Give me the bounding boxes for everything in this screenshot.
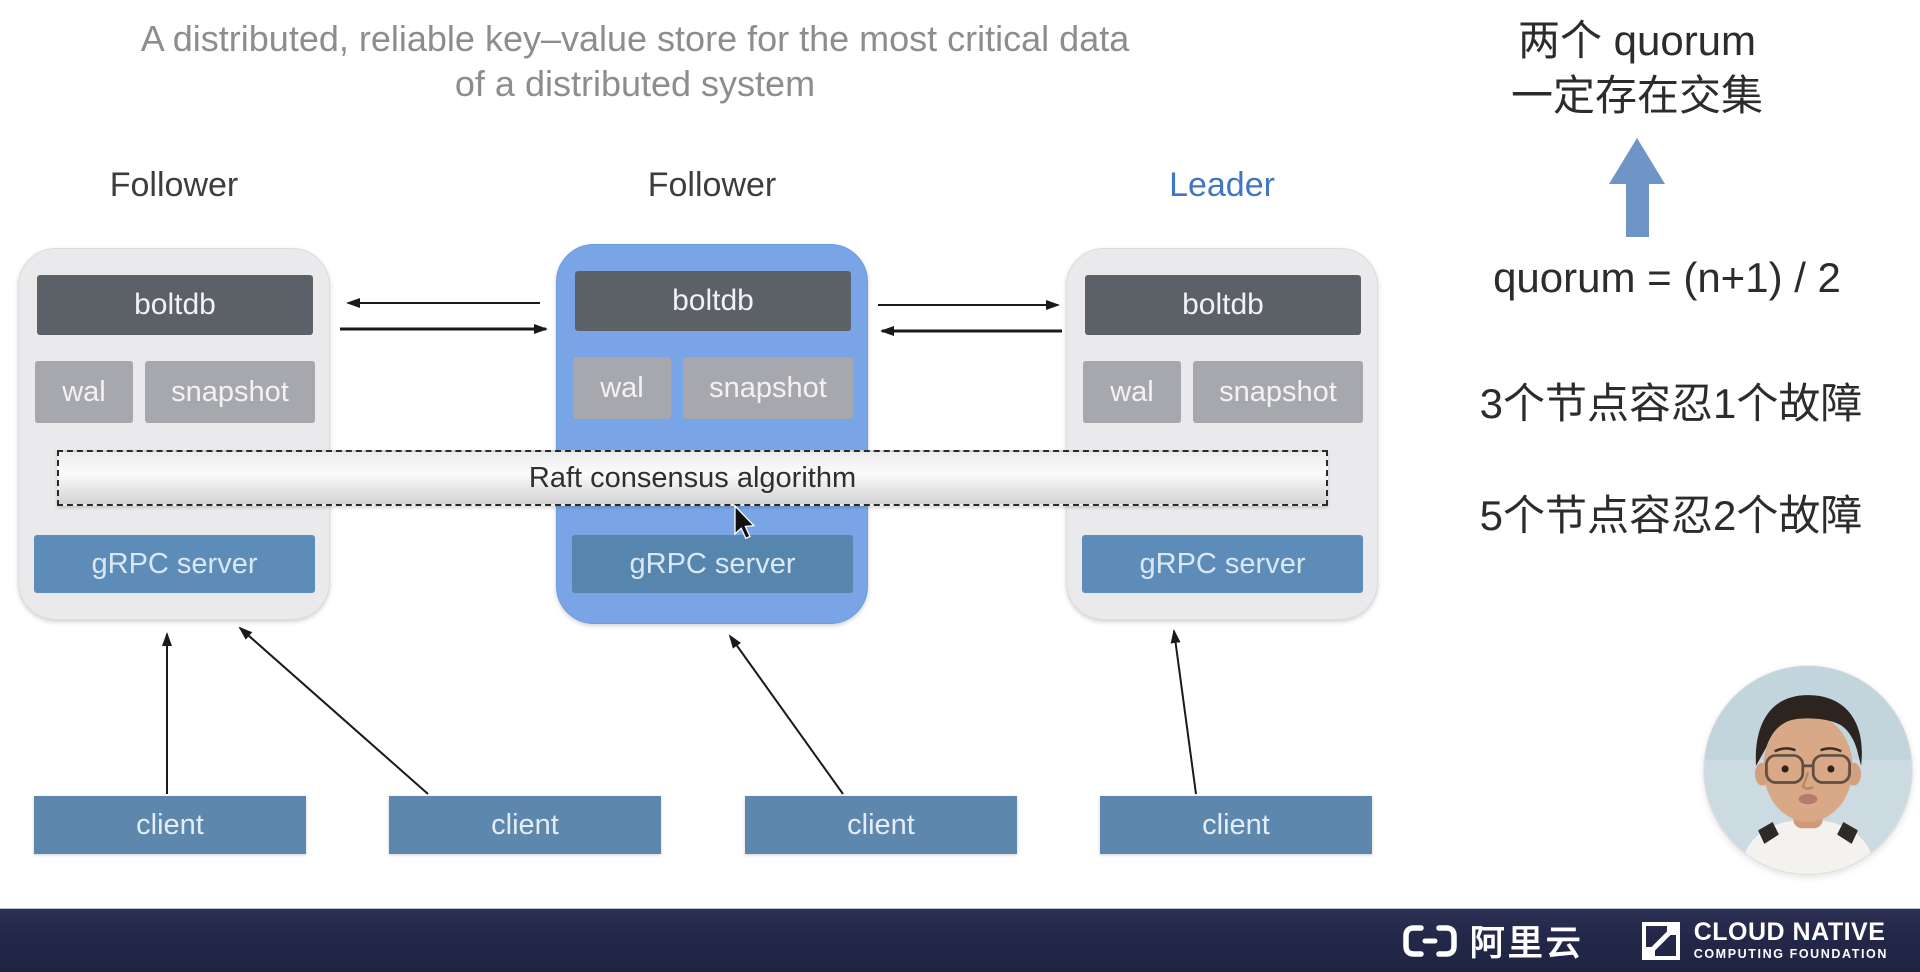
alibaba-cloud-wordmark: 阿里云 bbox=[1469, 924, 1584, 963]
alibaba-cloud-logo: 阿里云 bbox=[1400, 915, 1584, 966]
cncf-logo: CLOUD NATIVE COMPUTING FOUNDATION bbox=[1640, 920, 1888, 962]
wal-box: wal bbox=[1083, 361, 1181, 423]
client-arrow-icon bbox=[1170, 629, 1197, 795]
cncf-wordmark-line-2: COMPUTING FOUNDATION bbox=[1693, 947, 1888, 962]
quorum-note-line-2: 一定存在交集 bbox=[1510, 71, 1763, 119]
wal-box: wal bbox=[35, 361, 133, 423]
quorum-intersection-note: 两个 quorum 一定存在交集 bbox=[1477, 14, 1797, 123]
fault-tolerance-3-note: 3个节点容忍1个故障 bbox=[1479, 380, 1863, 427]
quorum-note-line-1: 两个 quorum bbox=[1517, 17, 1757, 64]
grpc-server-box: gRPC server bbox=[34, 535, 315, 593]
footer-bar: 阿里云 CLOUD NATIVE COMPUTING FOUNDATION bbox=[0, 908, 1920, 972]
presenter-portrait-icon bbox=[1704, 666, 1912, 874]
alibaba-cloud-bracket-icon bbox=[1402, 924, 1457, 957]
node-label-follower-2: Follower bbox=[647, 166, 777, 204]
cncf-wordmark-line-1: CLOUD NATIVE bbox=[1693, 918, 1886, 947]
snapshot-box: snapshot bbox=[145, 361, 315, 423]
quorum-formula: quorum = (n+1) / 2 bbox=[1493, 254, 1841, 301]
wal-box: wal bbox=[573, 357, 671, 419]
title-line-1: A distributed, reliable key–value store … bbox=[140, 18, 1130, 59]
boltdb-box: boltdb bbox=[37, 275, 313, 335]
raft-consensus-bar: Raft consensus algorithm bbox=[57, 450, 1328, 506]
blue-up-arrow-icon bbox=[1609, 138, 1665, 237]
client-box-3: client bbox=[745, 796, 1017, 854]
client-arrow-icon bbox=[238, 626, 429, 795]
etcd-node-follower-1: boltdb wal snapshot gRPC server bbox=[18, 248, 330, 620]
boltdb-box: boltdb bbox=[575, 271, 851, 331]
snapshot-box: snapshot bbox=[1193, 361, 1363, 423]
node-label-follower-1: Follower bbox=[109, 166, 239, 204]
grpc-server-box: gRPC server bbox=[572, 535, 853, 593]
snapshot-box: snapshot bbox=[683, 357, 853, 419]
node-label-leader: Leader bbox=[1169, 166, 1275, 204]
grpc-server-box: gRPC server bbox=[1082, 535, 1363, 593]
etcd-node-leader: boltdb wal snapshot gRPC server bbox=[1066, 248, 1378, 620]
fault-tolerance-5-note: 5个节点容忍2个故障 bbox=[1479, 492, 1863, 539]
cncf-square-icon bbox=[1641, 921, 1680, 960]
client-arrow-icon bbox=[728, 634, 844, 795]
etcd-node-follower-2: boltdb wal snapshot gRPC server bbox=[556, 244, 868, 624]
page-title: A distributed, reliable key–value store … bbox=[30, 16, 1240, 107]
client-box-4: client bbox=[1100, 796, 1372, 854]
boltdb-box: boltdb bbox=[1085, 275, 1361, 335]
client-box-1: client bbox=[34, 796, 306, 854]
client-box-2: client bbox=[389, 796, 661, 854]
webcam-avatar bbox=[1704, 666, 1912, 874]
cncf-wordmark: CLOUD NATIVE COMPUTING FOUNDATION bbox=[1694, 920, 1888, 961]
title-line-2: of a distributed system bbox=[454, 63, 816, 105]
